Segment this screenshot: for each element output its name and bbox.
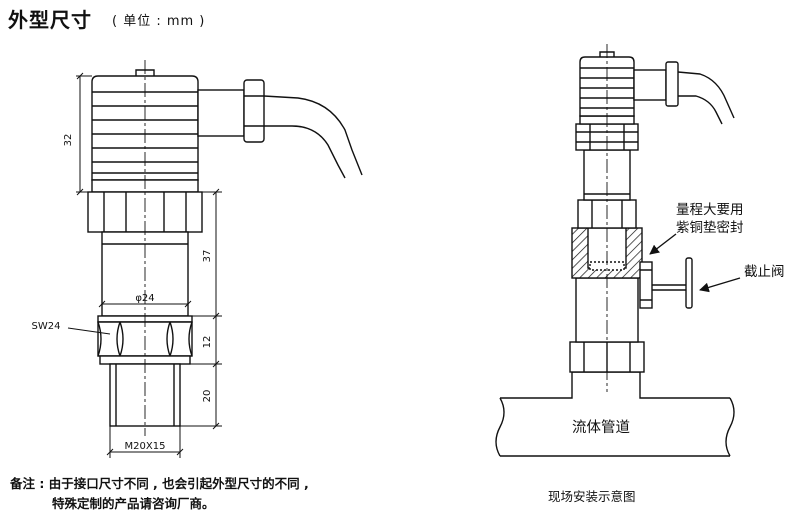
valve-arrow [699, 277, 741, 293]
footnote: 备注 : 由于接口尺寸不同 , 也会引起外型尺寸的不同 , 特殊定制的产品请咨询… [10, 474, 309, 514]
dim-text-m20x15: M20X15 [125, 441, 166, 452]
dim-thread-length [180, 364, 222, 430]
dim-text-32: 32 [63, 134, 74, 147]
pipe-label: 流体管道 [572, 419, 630, 436]
installation-diagram [495, 44, 741, 457]
footnote-line2: 特殊定制的产品请咨询厂商。 [52, 496, 215, 511]
dim-body-diameter [98, 300, 192, 308]
connector-head [91, 69, 199, 193]
valve-label: 截止阀 [744, 264, 785, 280]
installation-caption: 现场安装示意图 [548, 489, 636, 504]
seal-label-line2: 紫铜垫密封 [676, 219, 744, 236]
sw-leader [67, 327, 111, 335]
dim-text-37: 37 [202, 250, 213, 263]
footnote-line1: 备注 : 由于接口尺寸不同 , 也会引起外型尺寸的不同 , [10, 476, 309, 491]
page-title: 外型尺寸 [8, 8, 92, 32]
dim-text-12: 12 [202, 336, 213, 349]
dim-text-sw24: SW24 [32, 321, 61, 332]
seal-arrow [649, 233, 677, 255]
seal-label-line1: 量程大要用 [676, 202, 744, 218]
fluid-pipe [495, 371, 735, 457]
dim-connector-height [76, 72, 92, 196]
sensor-dimension-drawing [67, 60, 363, 458]
dim-thread-width [106, 426, 184, 458]
unit-label: ( 单位 : mm ) [112, 14, 206, 29]
dim-text-20: 20 [202, 390, 213, 403]
cable-gland [197, 79, 363, 179]
dim-text-phi24: φ24 [135, 293, 154, 304]
shutoff-valve [639, 257, 693, 309]
